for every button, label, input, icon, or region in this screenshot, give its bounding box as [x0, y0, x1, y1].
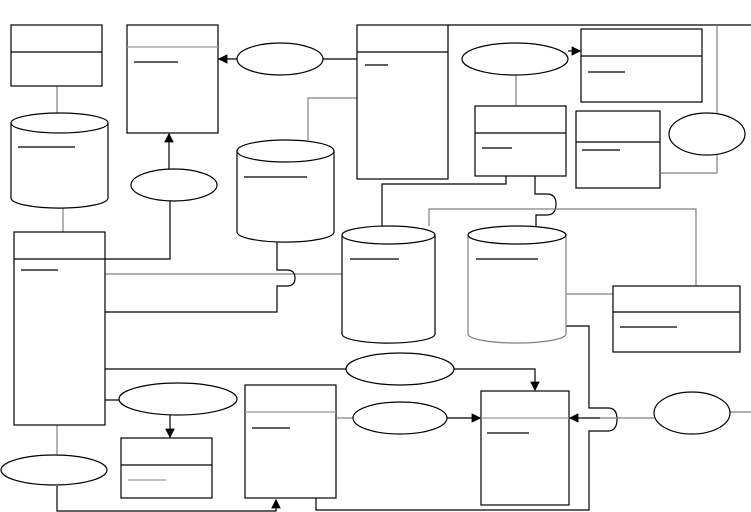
- datastore-cylinder[interactable]: [467, 225, 567, 344]
- process-ellipse[interactable]: [461, 42, 569, 76]
- process-ellipse[interactable]: [130, 168, 218, 202]
- entity-box[interactable]: [612, 285, 741, 353]
- process-ellipse[interactable]: [345, 352, 455, 386]
- entity-box[interactable]: [474, 105, 567, 177]
- connector: [105, 242, 296, 313]
- entity-box[interactable]: [10, 24, 103, 87]
- arrow: [56, 486, 281, 512]
- datastore-cylinder[interactable]: [236, 139, 335, 243]
- connector: [105, 201, 171, 260]
- entity-box[interactable]: [120, 437, 213, 499]
- entity-box[interactable]: [356, 24, 449, 180]
- process-ellipse[interactable]: [118, 382, 238, 416]
- connector: [307, 97, 357, 140]
- process-ellipse[interactable]: [352, 401, 448, 435]
- entity-box[interactable]: [13, 231, 106, 426]
- connector: [315, 325, 618, 511]
- datastore-cylinder[interactable]: [10, 112, 109, 209]
- entity-box[interactable]: [580, 28, 703, 103]
- datastore-cylinder[interactable]: [341, 225, 436, 344]
- connector: [381, 176, 507, 226]
- entity-box[interactable]: [575, 110, 661, 189]
- process-ellipse[interactable]: [0, 454, 108, 486]
- arrow: [454, 368, 540, 392]
- entity-box[interactable]: [244, 384, 337, 499]
- process-ellipse[interactable]: [668, 112, 746, 156]
- entity-box[interactable]: [480, 390, 570, 506]
- entity-box[interactable]: [126, 24, 219, 134]
- connector: [661, 155, 718, 174]
- connectors: [56, 24, 751, 512]
- process-ellipse[interactable]: [236, 42, 324, 76]
- process-ellipse[interactable]: [653, 391, 731, 435]
- connector: [428, 208, 697, 286]
- connector: [534, 176, 557, 226]
